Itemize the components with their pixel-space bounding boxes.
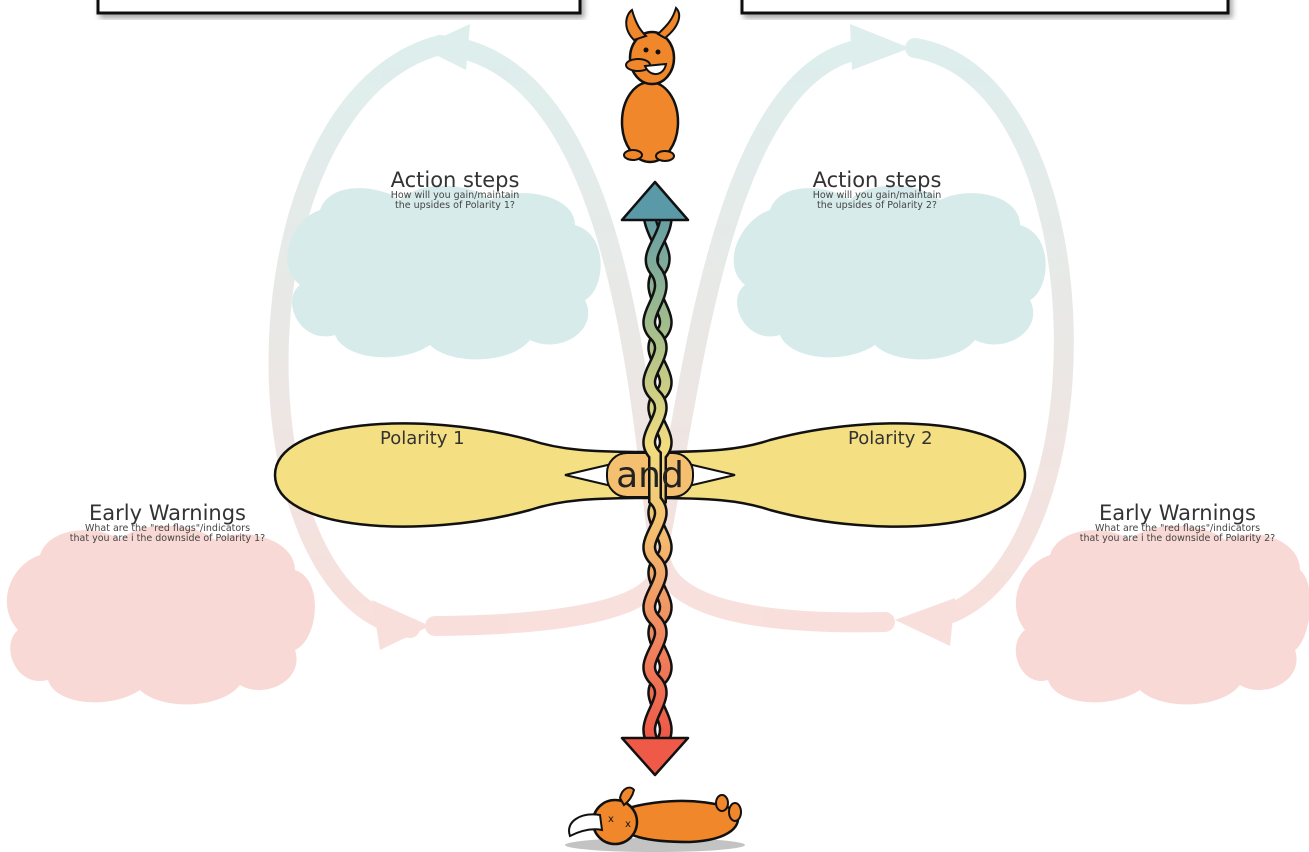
action-cloud-left bbox=[287, 186, 600, 360]
polarity-2-label: Polarity 2 bbox=[848, 428, 933, 449]
top-left-box bbox=[98, 0, 580, 13]
happy-creature-icon bbox=[622, 8, 679, 162]
warning-cloud-left bbox=[7, 526, 315, 705]
and-connector: and bbox=[607, 452, 693, 498]
warning-cloud-right bbox=[1016, 526, 1309, 705]
top-right-box bbox=[742, 0, 1228, 13]
action-cloud-right bbox=[734, 186, 1046, 360]
svg-text:x: x bbox=[608, 814, 614, 825]
polarity-1-label: Polarity 1 bbox=[380, 428, 465, 449]
svg-text:x: x bbox=[625, 819, 631, 830]
knocked-out-creature-icon: x x bbox=[565, 788, 745, 852]
